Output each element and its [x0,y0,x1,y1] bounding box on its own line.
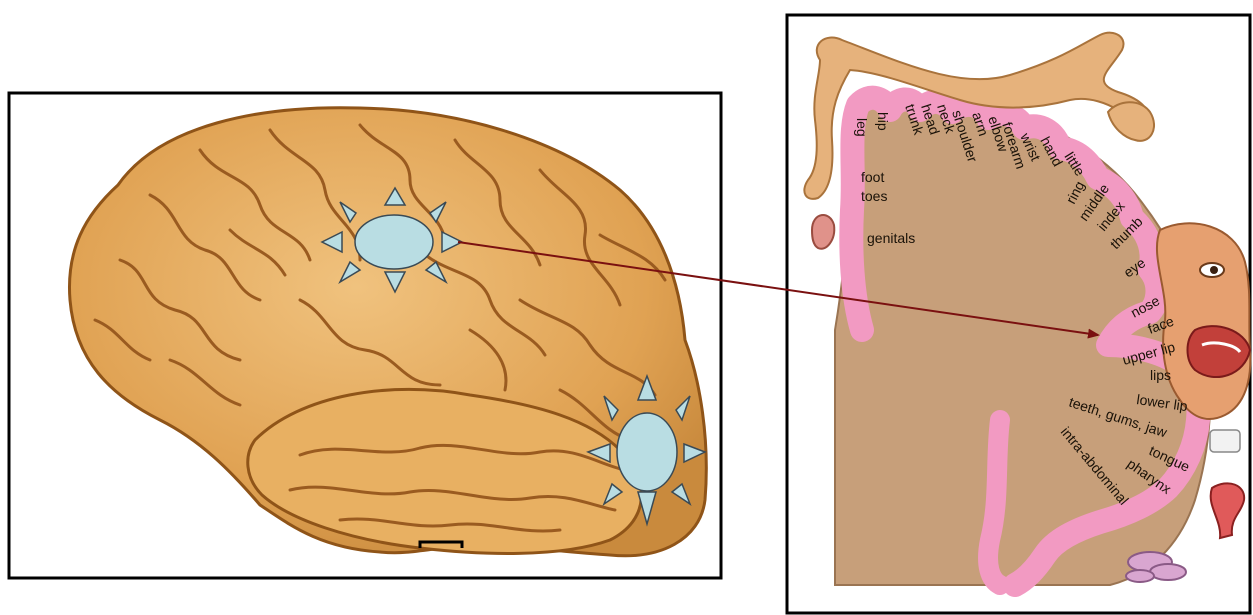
homunculus-teeth [1210,430,1240,452]
homunculus-genitals [812,215,834,249]
label-foot: foot [861,169,884,185]
label-hip: hip [875,112,891,131]
marker-lower-core [617,413,677,491]
label-toes: toes [861,188,887,204]
label-lips: lips [1150,367,1171,383]
label-genitals: genitals [867,230,915,246]
marker-lower [588,376,705,524]
label-leg: leg [854,118,870,137]
marker-upper-core [355,215,433,269]
